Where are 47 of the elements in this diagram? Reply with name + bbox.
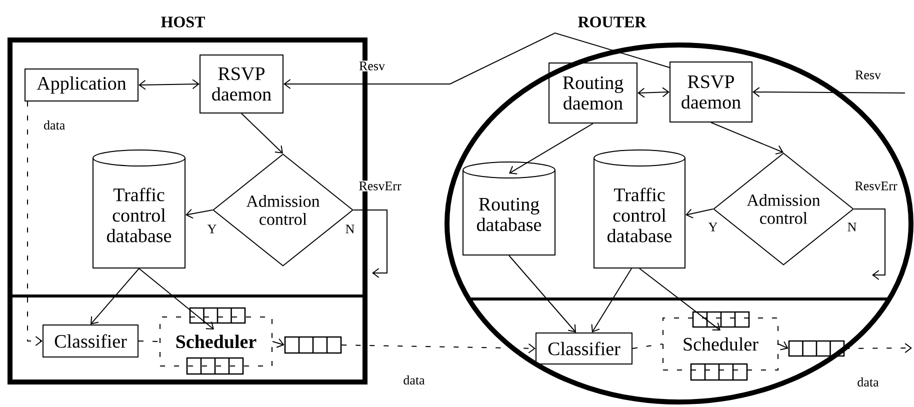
scheduler-box: Scheduler — [160, 316, 272, 366]
arrow — [854, 208, 886, 280]
process-box: RSVP daemon — [200, 54, 284, 114]
edge-label: data — [856, 376, 880, 388]
node-label: Traffic control database — [607, 188, 672, 242]
edge-label: data — [42, 119, 66, 131]
queue-icon — [284, 336, 342, 354]
database-cylinder: Traffic control database — [594, 150, 686, 268]
queue-icon — [788, 340, 845, 357]
arrow — [284, 32, 670, 89]
arrow — [509, 123, 594, 174]
error-label: ResvErr — [854, 180, 898, 192]
arrow — [138, 268, 214, 330]
scheduler-box: Scheduler — [662, 318, 778, 370]
arrow — [638, 87, 670, 98]
arrow — [639, 268, 720, 330]
arrow — [778, 341, 788, 350]
arrow — [508, 255, 576, 332]
arrow — [353, 210, 388, 278]
device-heading: HOST — [161, 16, 205, 28]
arrow — [186, 208, 213, 219]
arrow — [27, 101, 43, 346]
process-box: Classifier — [536, 332, 632, 364]
edge-label: Resv — [358, 60, 386, 72]
edge-label: N — [344, 224, 356, 234]
arrow — [710, 122, 784, 155]
error-label: ResvErr — [358, 180, 402, 192]
database-cylinder: Traffic control database — [92, 150, 186, 268]
process-box: Routing daemon — [548, 62, 638, 124]
edge-label: Resv — [854, 70, 882, 80]
process-box: RSVP daemon — [670, 62, 752, 122]
arrow — [686, 208, 714, 218]
arrow — [138, 79, 200, 90]
arrow — [591, 268, 632, 332]
process-box: Application — [24, 68, 138, 102]
node-label: Routing database — [476, 198, 542, 232]
arrow — [241, 113, 283, 154]
device-heading: ROUTER — [578, 16, 646, 28]
node-label: Traffic control database — [107, 188, 172, 242]
edge-label: data — [402, 374, 426, 386]
process-box: Classifier — [42, 324, 138, 358]
arrow — [341, 343, 536, 354]
arrow — [90, 268, 140, 324]
arrow — [272, 338, 284, 348]
router-ellipse — [444, 16, 914, 404]
database-cylinder: Routing database — [462, 162, 556, 256]
arrow — [752, 87, 906, 98]
